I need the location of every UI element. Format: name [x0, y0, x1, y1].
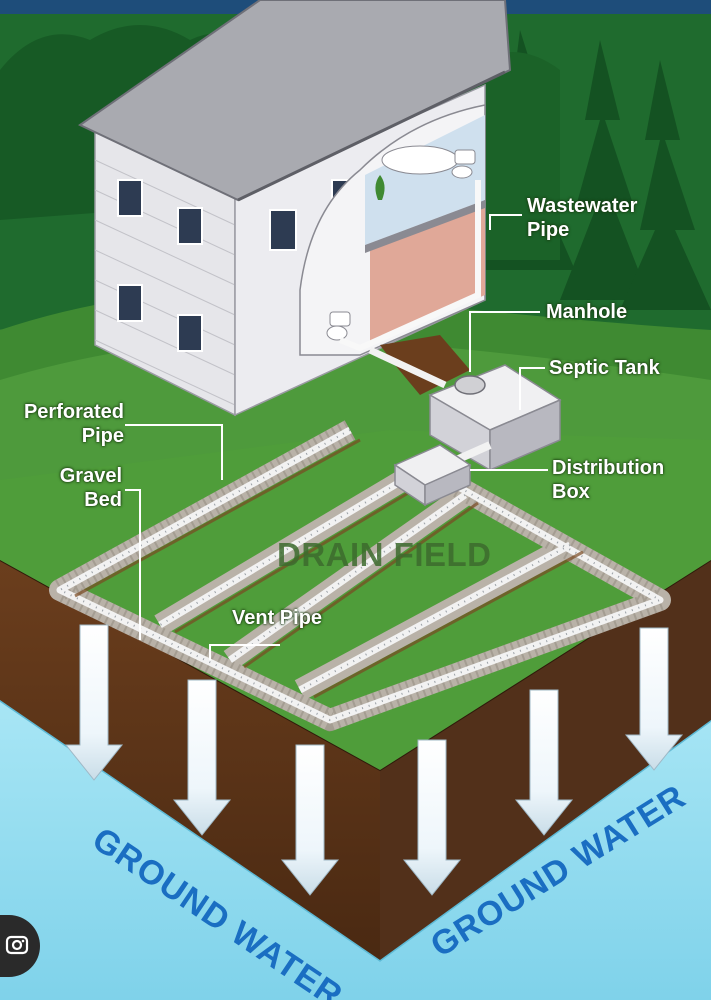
- window: [117, 179, 143, 217]
- downward-flow-arrow: [514, 689, 574, 836]
- toilet-downstairs: [326, 311, 351, 341]
- drain-field-label: DRAIN FIELD: [277, 536, 492, 573]
- manhole-label: Manhole: [546, 301, 628, 323]
- window: [177, 314, 203, 352]
- floor-slab: [365, 200, 485, 253]
- toilet-upstairs: [451, 149, 476, 179]
- perforated-pipe-label-line2: Pipe: [81, 425, 124, 447]
- window: [177, 207, 203, 245]
- downward-flow-arrow: [172, 679, 232, 836]
- downward-flow-arrow: [402, 739, 462, 896]
- perforated-pipe-label: Perforated Pipe: [4, 400, 124, 448]
- downward-flow-arrow: [624, 627, 684, 771]
- trench-dirt-edges: [74, 438, 584, 699]
- wastewater-pipe-interior: [338, 180, 481, 352]
- wastewater-pipe-label: Wastewater Pipe: [527, 194, 637, 242]
- downward-flow-arrows: [64, 624, 684, 896]
- wastewater-pipe-label-line1: Wastewater: [527, 195, 638, 217]
- vent-pipe-label: Vent Pipe: [232, 607, 323, 629]
- upstairs-room: [365, 115, 485, 245]
- roof-ridge: [237, 70, 506, 202]
- gravel-bed-label-line2: Bed: [84, 489, 122, 511]
- ground-water-layer: [0, 700, 711, 1000]
- leader-lines: [125, 214, 548, 660]
- house-trench: [380, 335, 470, 395]
- window: [117, 284, 143, 322]
- lens-icon[interactable]: [4, 932, 30, 958]
- distribution-box: [393, 444, 472, 507]
- wastewater-pipe-label-line2: Pipe: [527, 219, 570, 241]
- gravel-bed-label: Gravel Bed: [30, 464, 122, 512]
- window: [269, 209, 297, 251]
- septic-tank-label: Septic Tank: [549, 357, 660, 379]
- perforated-pipe-label-line1: Perforated: [23, 401, 124, 423]
- plant: [375, 175, 385, 200]
- gravel-bed-label-line1: Gravel: [59, 465, 122, 487]
- distribution-box-label-line2: Box: [552, 481, 590, 503]
- pipe-perforations: [57, 429, 663, 722]
- roof: [78, 0, 512, 202]
- downward-flow-arrow: [64, 624, 124, 781]
- bathtub: [381, 145, 459, 175]
- downward-flow-arrow: [280, 744, 340, 896]
- wastewater-pipe-exterior: [368, 346, 447, 389]
- distribution-box-label: Distribution Box: [552, 456, 664, 504]
- manhole-cover: [454, 375, 486, 395]
- house: [78, 0, 512, 417]
- distribution-box-label-line1: Distribution: [552, 457, 665, 479]
